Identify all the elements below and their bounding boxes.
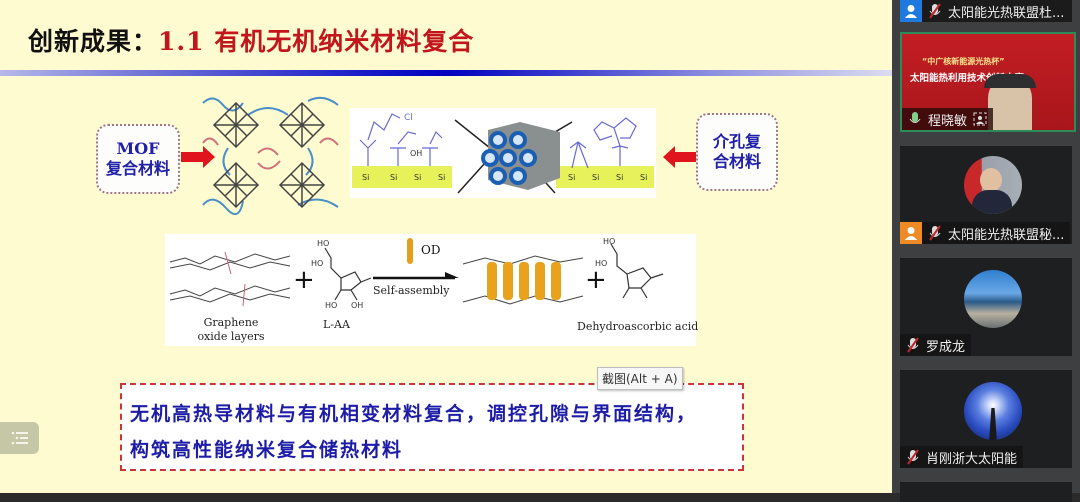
svg-text:HO: HO xyxy=(325,301,337,310)
plus-sign-1: + xyxy=(293,265,315,295)
od-label: OD xyxy=(421,243,440,257)
user-icon xyxy=(900,0,922,22)
chloro-label: Cl xyxy=(404,113,413,123)
participant-tile[interactable]: 罗成龙 xyxy=(900,258,1072,356)
mic-muted-icon[interactable] xyxy=(926,223,944,243)
participant-name: 太阳能光热联盟杜... xyxy=(948,5,1065,21)
title-prefix: 创新成果： xyxy=(28,27,159,56)
participant-avatar xyxy=(964,382,1022,440)
participant-tile[interactable]: 肖刚浙大太阳能 xyxy=(900,370,1072,468)
svg-text:Si: Si xyxy=(438,173,445,182)
svg-text:HO: HO xyxy=(603,237,615,246)
svg-text:Si: Si xyxy=(362,173,369,182)
list-icon xyxy=(11,431,28,445)
mesoporous-tag-line1: 介孔复 xyxy=(712,132,761,151)
svg-text:HO: HO xyxy=(595,259,607,268)
banner-line1: “中广核新能源光热杯” xyxy=(922,57,1005,66)
svg-text:Si: Si xyxy=(568,173,575,182)
svg-text:Si: Si xyxy=(592,173,599,182)
mof-tag-line1: MOF xyxy=(116,139,160,158)
mic-active-icon[interactable] xyxy=(906,109,924,129)
svg-text:HO: HO xyxy=(317,239,329,248)
left-arrow-icon xyxy=(663,146,697,168)
participant-name: 肖刚浙大太阳能 xyxy=(926,451,1018,467)
slide-menu-button[interactable] xyxy=(0,422,39,454)
title-divider xyxy=(0,70,892,76)
participant-name: 程晓敏 xyxy=(928,113,968,129)
participant-tile-active-speaker[interactable]: “中广核新能源光热杯” 太阳能热利用技术创新大赛 程晓敏 xyxy=(900,32,1076,132)
mof-structure-illustration xyxy=(202,96,339,215)
participant-avatar xyxy=(964,156,1022,214)
laa-label: L-AA xyxy=(323,318,350,331)
participant-avatar xyxy=(964,270,1022,328)
mic-muted-icon[interactable] xyxy=(904,447,922,467)
graphene-label-line1: Graphene xyxy=(203,316,259,329)
participant-name: 罗成龙 xyxy=(926,339,966,355)
svg-text:HO: HO xyxy=(311,259,323,268)
participant-tile-partial[interactable] xyxy=(900,482,1072,502)
participant-tile[interactable]: 太阳能光热联盟杜... xyxy=(900,0,1072,22)
participant-name: 太阳能光热联盟秘... xyxy=(948,227,1065,243)
mof-tag-box: MOF 复合材料 xyxy=(96,124,180,194)
summary-line-1: 无机高热导材料与有机相变材料复合，调控孔隙与界面结构， xyxy=(130,403,698,425)
right-arrow-icon xyxy=(181,146,215,168)
plus-sign-2: + xyxy=(585,265,607,295)
banner-line2: 太阳能热利用技术创新大赛 xyxy=(910,73,1025,84)
mof-tag-line2: 复合材料 xyxy=(105,159,170,178)
mesoporous-tag-box: 介孔复 合材料 xyxy=(696,113,778,191)
svg-text:Si: Si xyxy=(616,173,623,182)
summary-line-2: 构筑高性能纳米复合储热材料 xyxy=(130,439,404,461)
graphene-label-line2: oxide layers xyxy=(197,330,265,343)
user-icon xyxy=(900,222,922,244)
mic-muted-icon[interactable] xyxy=(926,1,944,21)
svg-text:Si: Si xyxy=(390,173,397,182)
mesoporous-tag-line2: 合材料 xyxy=(712,152,761,171)
mic-muted-icon[interactable] xyxy=(904,335,922,355)
svg-text:Si: Si xyxy=(414,173,421,182)
screenshot-shortcut-tooltip: 截图(Alt + A) xyxy=(597,367,683,390)
hydroxyl-label: OH xyxy=(410,149,422,158)
slide-title: 创新成果：1.1 有机无机纳米材料复合 xyxy=(28,22,474,58)
svg-text:Si: Si xyxy=(640,173,647,182)
presentation-slide: 创新成果：1.1 有机无机纳米材料复合 MOF 复合材料 xyxy=(0,0,892,493)
participant-tile[interactable]: 太阳能光热联盟秘... xyxy=(900,146,1072,244)
dehydroascorbic-label: Dehydroascorbic acid xyxy=(577,320,699,333)
self-assembly-label: Self-assembly xyxy=(373,284,450,297)
svg-text:OH: OH xyxy=(351,301,363,310)
screen-share-icon xyxy=(973,112,987,126)
title-main: 1.1 有机无机纳米材料复合 xyxy=(158,27,475,56)
mesoporous-silica-figure: Cl OH Si Si Si Si Si Si Si Si xyxy=(350,108,656,198)
self-assembly-scheme: + HO HO HO OH OD + HO xyxy=(165,234,699,346)
summary-box: 无机高热导材料与有机相变材料复合，调控孔隙与界面结构， 构筑高性能纳米复合储热材… xyxy=(120,383,744,471)
participant-sidebar: 太阳能光热联盟杜... “中广核新能源光热杯” 太阳能热利用技术创新大赛 程晓敏 xyxy=(892,0,1080,502)
